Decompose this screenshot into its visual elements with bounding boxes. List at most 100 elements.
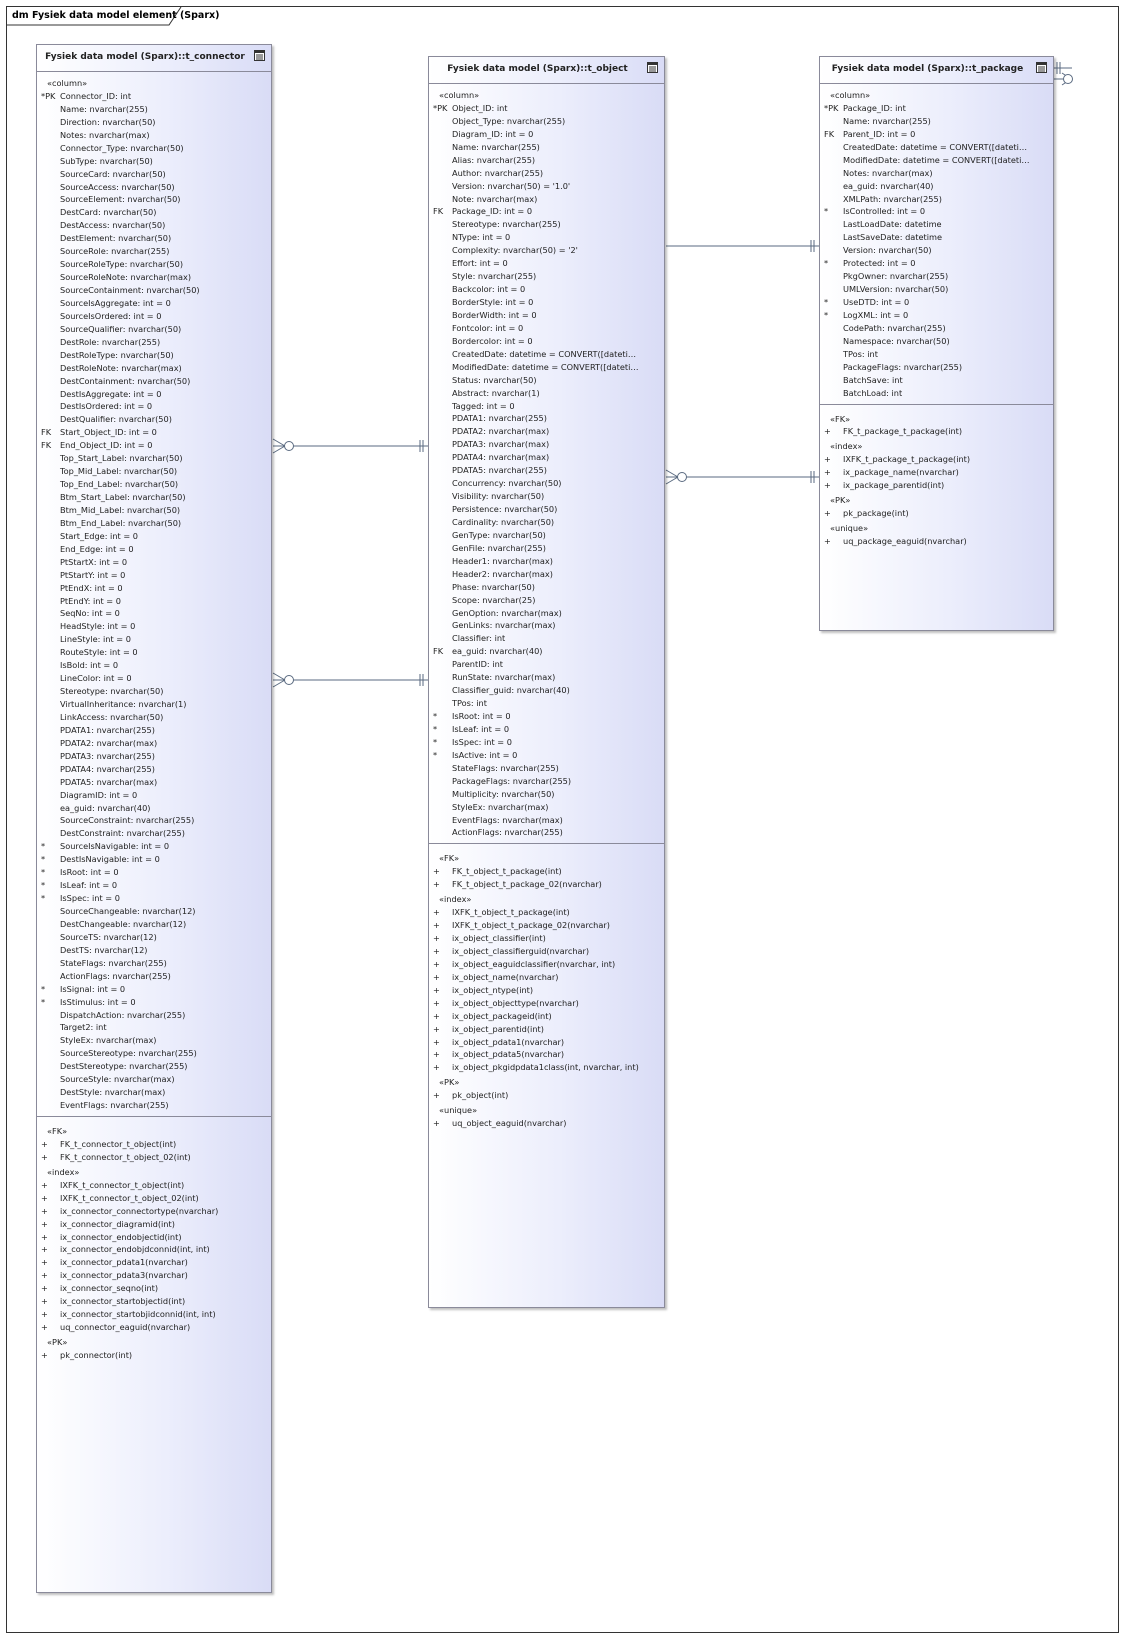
column-row[interactable]: Concurrency: nvarchar(50) bbox=[429, 477, 664, 490]
column-row[interactable]: ModifiedDate: datetime = CONVERT([dateti… bbox=[820, 154, 1053, 167]
operation-row[interactable]: +FK_t_object_t_package(int) bbox=[429, 865, 664, 878]
column-row[interactable]: PtStartY: int = 0 bbox=[37, 569, 271, 582]
operation-row[interactable]: +ix_connector_endobjdconnid(int, int) bbox=[37, 1243, 271, 1256]
column-row[interactable]: Namespace: nvarchar(50) bbox=[820, 335, 1053, 348]
column-row[interactable]: *IsRoot: int = 0 bbox=[37, 866, 271, 879]
column-row[interactable]: SourceRoleNote: nvarchar(max) bbox=[37, 271, 271, 284]
column-row[interactable]: GenOption: nvarchar(max) bbox=[429, 607, 664, 620]
column-row[interactable]: LinkAccess: nvarchar(50) bbox=[37, 711, 271, 724]
operation-row[interactable]: +FK_t_object_t_package_02(nvarchar) bbox=[429, 878, 664, 891]
column-row[interactable]: Start_Edge: int = 0 bbox=[37, 530, 271, 543]
column-row[interactable]: UMLVersion: nvarchar(50) bbox=[820, 283, 1053, 296]
operation-row[interactable]: +ix_object_eaguidclassifier(nvarchar, in… bbox=[429, 958, 664, 971]
column-row[interactable]: SeqNo: int = 0 bbox=[37, 607, 271, 620]
operation-row[interactable]: +ix_connector_pdata3(nvarchar) bbox=[37, 1269, 271, 1282]
column-row[interactable]: DiagramID: int = 0 bbox=[37, 789, 271, 802]
column-row[interactable]: Classifier: int bbox=[429, 632, 664, 645]
column-row[interactable]: SourceTS: nvarchar(12) bbox=[37, 931, 271, 944]
operation-row[interactable]: +ix_object_classifierguid(nvarchar) bbox=[429, 945, 664, 958]
column-row[interactable]: NType: int = 0 bbox=[429, 231, 664, 244]
operation-row[interactable]: +uq_connector_eaguid(nvarchar) bbox=[37, 1321, 271, 1334]
column-row[interactable]: DestStyle: nvarchar(max) bbox=[37, 1086, 271, 1099]
column-row[interactable]: DestRole: nvarchar(255) bbox=[37, 336, 271, 349]
column-row[interactable]: *Protected: int = 0 bbox=[820, 257, 1053, 270]
column-row[interactable]: StyleEx: nvarchar(max) bbox=[37, 1034, 271, 1047]
column-row[interactable]: PDATA1: nvarchar(255) bbox=[37, 724, 271, 737]
column-row[interactable]: BatchSave: int bbox=[820, 374, 1053, 387]
column-row[interactable]: Notes: nvarchar(max) bbox=[37, 129, 271, 142]
operation-row[interactable]: +uq_package_eaguid(nvarchar) bbox=[820, 535, 1053, 548]
column-row[interactable]: Status: nvarchar(50) bbox=[429, 374, 664, 387]
column-row[interactable]: StateFlags: nvarchar(255) bbox=[37, 957, 271, 970]
column-row[interactable]: Direction: nvarchar(50) bbox=[37, 116, 271, 129]
column-row[interactable]: RouteStyle: int = 0 bbox=[37, 646, 271, 659]
operation-row[interactable]: +FK_t_package_t_package(int) bbox=[820, 425, 1053, 438]
column-row[interactable]: PtStartX: int = 0 bbox=[37, 556, 271, 569]
column-row[interactable]: PtEndY: int = 0 bbox=[37, 595, 271, 608]
operation-row[interactable]: +ix_object_pdata1(nvarchar) bbox=[429, 1036, 664, 1049]
column-row[interactable]: ModifiedDate: datetime = CONVERT([dateti… bbox=[429, 361, 664, 374]
column-row[interactable]: *LogXML: int = 0 bbox=[820, 309, 1053, 322]
column-row[interactable]: *IsStimulus: int = 0 bbox=[37, 996, 271, 1009]
column-row[interactable]: TPos: int bbox=[429, 697, 664, 710]
column-row[interactable]: DestIsAggregate: int = 0 bbox=[37, 388, 271, 401]
column-row[interactable]: Object_Type: nvarchar(255) bbox=[429, 115, 664, 128]
column-row[interactable]: PDATA3: nvarchar(max) bbox=[429, 438, 664, 451]
operation-row[interactable]: +ix_object_name(nvarchar) bbox=[429, 971, 664, 984]
operation-row[interactable]: +IXFK_t_connector_t_object(int) bbox=[37, 1179, 271, 1192]
operation-row[interactable]: +IXFK_t_object_t_package(int) bbox=[429, 906, 664, 919]
operation-row[interactable]: +IXFK_t_object_t_package_02(nvarchar) bbox=[429, 919, 664, 932]
operation-row[interactable]: +ix_connector_pdata1(nvarchar) bbox=[37, 1256, 271, 1269]
column-row[interactable]: Visibility: nvarchar(50) bbox=[429, 490, 664, 503]
column-row[interactable]: DestStereotype: nvarchar(255) bbox=[37, 1060, 271, 1073]
column-row[interactable]: SourceStereotype: nvarchar(255) bbox=[37, 1047, 271, 1060]
column-row[interactable]: SourceChangeable: nvarchar(12) bbox=[37, 905, 271, 918]
column-row[interactable]: Notes: nvarchar(max) bbox=[820, 167, 1053, 180]
column-row[interactable]: Tagged: int = 0 bbox=[429, 400, 664, 413]
column-row[interactable]: Classifier_guid: nvarchar(40) bbox=[429, 684, 664, 697]
column-row[interactable]: Stereotype: nvarchar(50) bbox=[37, 685, 271, 698]
column-row[interactable]: Name: nvarchar(255) bbox=[429, 141, 664, 154]
column-row[interactable]: Top_Start_Label: nvarchar(50) bbox=[37, 452, 271, 465]
column-row[interactable]: Connector_Type: nvarchar(50) bbox=[37, 142, 271, 155]
column-row[interactable]: Header2: nvarchar(max) bbox=[429, 568, 664, 581]
column-row[interactable]: *IsSpec: int = 0 bbox=[429, 736, 664, 749]
column-row[interactable]: SourceAccess: nvarchar(50) bbox=[37, 181, 271, 194]
column-row[interactable]: DestChangeable: nvarchar(12) bbox=[37, 918, 271, 931]
column-row[interactable]: Btm_Start_Label: nvarchar(50) bbox=[37, 491, 271, 504]
column-row[interactable]: *IsRoot: int = 0 bbox=[429, 710, 664, 723]
column-row[interactable]: *UseDTD: int = 0 bbox=[820, 296, 1053, 309]
column-row[interactable]: PDATA5: nvarchar(255) bbox=[429, 464, 664, 477]
column-row[interactable]: Bordercolor: int = 0 bbox=[429, 335, 664, 348]
column-row[interactable]: PDATA3: nvarchar(255) bbox=[37, 750, 271, 763]
column-row[interactable]: ActionFlags: nvarchar(255) bbox=[37, 970, 271, 983]
column-row[interactable]: SourceCard: nvarchar(50) bbox=[37, 168, 271, 181]
column-row[interactable]: SourceIsAggregate: int = 0 bbox=[37, 297, 271, 310]
column-row[interactable]: Alias: nvarchar(255) bbox=[429, 154, 664, 167]
column-row[interactable]: GenLinks: nvarchar(max) bbox=[429, 619, 664, 632]
column-row[interactable]: Style: nvarchar(255) bbox=[429, 270, 664, 283]
column-row[interactable]: DestRoleNote: nvarchar(max) bbox=[37, 362, 271, 375]
column-row[interactable]: TPos: int bbox=[820, 348, 1053, 361]
column-row[interactable]: Header1: nvarchar(max) bbox=[429, 555, 664, 568]
column-row[interactable]: DestRoleType: nvarchar(50) bbox=[37, 349, 271, 362]
table-t-object[interactable]: Fysiek data model (Sparx)::t_object«colu… bbox=[428, 56, 665, 1308]
column-row[interactable]: BatchLoad: int bbox=[820, 387, 1053, 400]
column-row[interactable]: SourceRole: nvarchar(255) bbox=[37, 245, 271, 258]
operation-row[interactable]: +ix_object_pkgidpdata1class(int, nvarcha… bbox=[429, 1061, 664, 1074]
column-row[interactable]: DestContainment: nvarchar(50) bbox=[37, 375, 271, 388]
operation-row[interactable]: +ix_object_packageid(int) bbox=[429, 1010, 664, 1023]
column-row[interactable]: Fontcolor: int = 0 bbox=[429, 322, 664, 335]
column-row[interactable]: XMLPath: nvarchar(255) bbox=[820, 193, 1053, 206]
operation-row[interactable]: +uq_object_eaguid(nvarchar) bbox=[429, 1117, 664, 1130]
column-row[interactable]: BorderWidth: int = 0 bbox=[429, 309, 664, 322]
column-row[interactable]: *IsLeaf: int = 0 bbox=[429, 723, 664, 736]
column-row[interactable]: SourceElement: nvarchar(50) bbox=[37, 193, 271, 206]
column-row[interactable]: *SourceIsNavigable: int = 0 bbox=[37, 840, 271, 853]
